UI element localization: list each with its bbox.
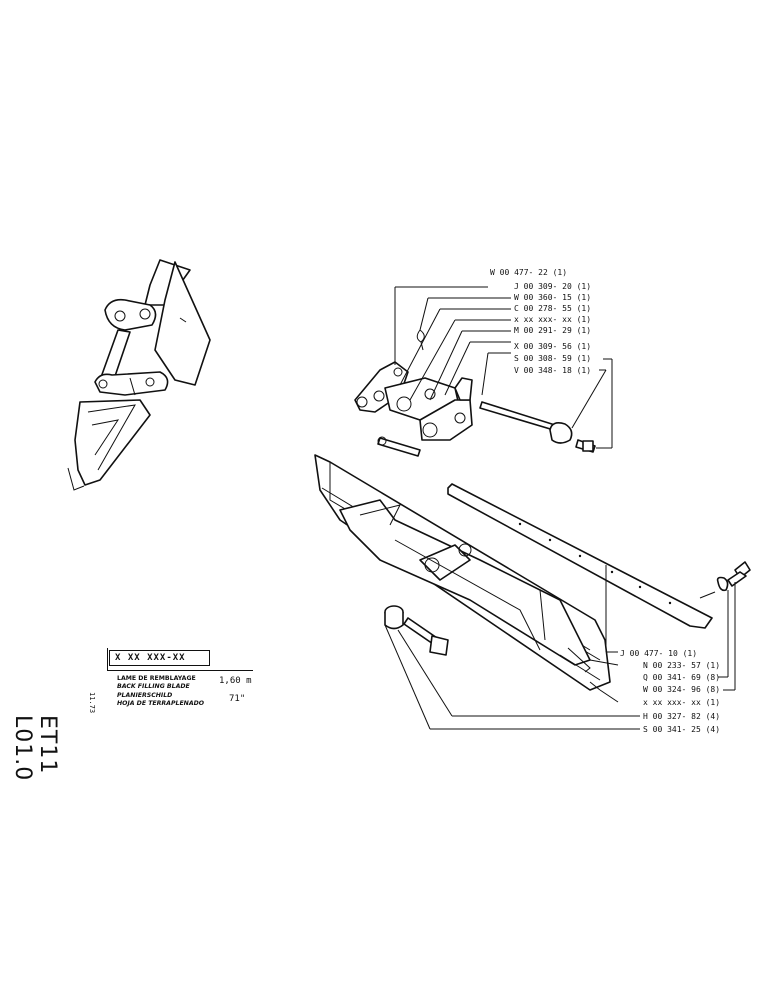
callout-upper-5: x xx xxx- xx (1) xyxy=(514,315,591,324)
title-frame-rule xyxy=(107,670,253,671)
machine-arm-illustration xyxy=(67,259,211,491)
name-es: HOJA DE TERRAPLENADO xyxy=(117,699,205,707)
size-metric: 1,60 m xyxy=(219,676,252,686)
name-fr: LAME DE REMBLAYAGE xyxy=(117,675,196,682)
callout-upper-9: V 00 348- 18 (1) xyxy=(514,366,591,375)
callout-lower-4: W 00 324- 96 (8) xyxy=(643,685,720,694)
pin-and-bolt xyxy=(479,401,596,453)
spacer-and-bolt xyxy=(384,605,449,656)
product-code: X XX XXX-XX xyxy=(109,650,210,666)
callout-upper-3: W 00 360- 15 (1) xyxy=(514,293,591,302)
callout-upper-8: S 00 308- 59 (1) xyxy=(514,354,591,363)
callout-upper-1: W 00 477- 22 (1) xyxy=(490,268,567,277)
name-de: PLANIERSCHILD xyxy=(117,691,173,699)
size-imperial: 71" xyxy=(229,694,246,704)
name-en: BACK FILLING BLADE xyxy=(117,683,190,691)
callout-lower-3: Q 00 341- 69 (8) xyxy=(643,673,720,682)
callout-lower-5: x xx xxx- xx (1) xyxy=(643,698,720,707)
hitch-bracket-assembly xyxy=(354,329,473,457)
callout-lower-6: H 00 327- 82 (4) xyxy=(643,712,720,721)
blade-main xyxy=(314,454,611,691)
callouts-lower-group: J 00 477- 10 (1) N 00 233- 57 (1) Q 00 3… xyxy=(620,649,720,734)
leader-lines-lower xyxy=(384,565,736,730)
callouts-upper-group: W 00 477- 22 (1) J 00 309- 20 (1) W 00 3… xyxy=(490,268,591,375)
callout-upper-4: C 00 278- 55 (1) xyxy=(514,304,591,313)
sheet-id: ET11 L01.0 xyxy=(10,715,60,782)
callout-upper-2: J 00 309- 20 (1) xyxy=(514,282,591,291)
callout-lower-2: N 00 233- 57 (1) xyxy=(643,661,720,670)
product-names: LAME DE REMBLAYAGE BACK FILLING BLADE PL… xyxy=(117,675,204,708)
callout-upper-6: M 00 291- 29 (1) xyxy=(514,326,591,335)
title-frame-left xyxy=(107,648,108,670)
callout-upper-7: X 00 309- 56 (1) xyxy=(514,342,591,351)
callout-lower-7: S 00 341- 25 (4) xyxy=(643,725,720,734)
edge-bolt-nut xyxy=(716,561,751,592)
leader-lines-upper xyxy=(394,286,613,449)
callout-lower-1: J 00 477- 10 (1) xyxy=(620,649,697,658)
cutting-edge-strip xyxy=(447,483,716,629)
title-block: X XX XXX-XX LAME DE REMBLAYAGE BACK FILL… xyxy=(95,640,255,720)
